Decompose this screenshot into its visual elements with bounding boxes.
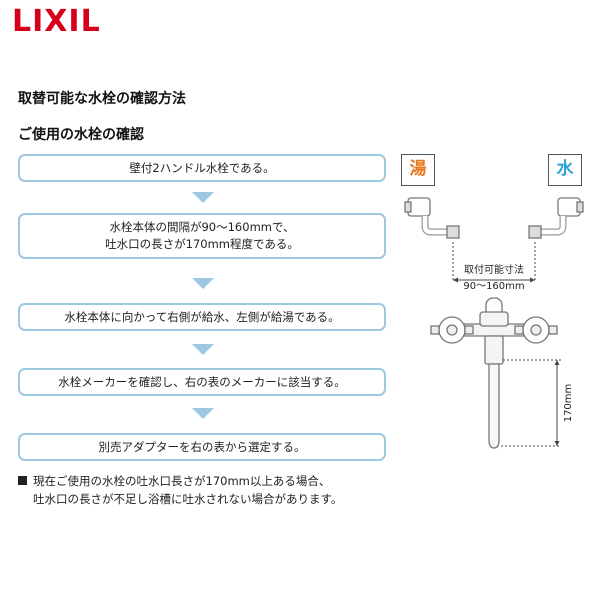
step-box-1: 壁付2ハンドル水栓である。	[18, 154, 386, 182]
step-5-line-1: 別売アダプターを右の表から選定する。	[98, 439, 306, 454]
spout-dimension	[501, 359, 561, 447]
note-line-2: 吐水口の長さが不足し浴槽に吐水されない場合があります。	[33, 492, 343, 506]
page-title: 取替可能な水栓の確認方法	[18, 91, 186, 107]
down-arrow-icon	[192, 192, 214, 203]
step-1-line-1: 壁付2ハンドル水栓である。	[129, 160, 275, 175]
step-2-line-2: 吐水口の長さが170mm程度である。	[105, 237, 299, 251]
spout-length-label: 170mm	[563, 384, 574, 423]
step-box-3: 水栓本体に向かって右側が給水、左側が給湯である。	[18, 303, 386, 331]
bullet-square-icon	[18, 476, 27, 485]
step-2-line-1: 水栓本体の間隔が90～160mmで、	[109, 220, 295, 234]
faucet-diagram: 取付可能寸法 90～160mm 170mm	[404, 197, 584, 449]
mount-label: 取付可能寸法	[464, 263, 524, 276]
lixil-logo: LIXIL	[12, 4, 101, 39]
step-box-4: 水栓メーカーを確認し、右の表のメーカーに該当する。	[18, 368, 386, 396]
down-arrow-icon	[192, 344, 214, 355]
step-3-line-1: 水栓本体に向かって右側が給水、左側が給湯である。	[64, 309, 340, 324]
step-box-5: 別売アダプターを右の表から選定する。	[18, 433, 386, 461]
mount-range: 90～160mm	[463, 281, 524, 292]
spout	[488, 363, 500, 449]
note-line-1: 現在ご使用の水栓の吐水口長さが170mm以上ある場合、	[33, 474, 331, 488]
step-box-2: 水栓本体の間隔が90～160mmで、 吐水口の長さが170mm程度である。	[18, 213, 386, 259]
hot-water-badge: 湯	[401, 154, 435, 186]
down-arrow-icon	[192, 408, 214, 419]
faucet-body	[430, 297, 558, 449]
section-subtitle: ご使用の水栓の確認	[18, 127, 144, 143]
mount-dimension	[452, 242, 536, 283]
down-arrow-icon	[192, 278, 214, 289]
note-block: 現在ご使用の水栓の吐水口長さが170mm以上ある場合、 吐水口の長さが不足し浴槽…	[18, 472, 398, 508]
step-4-line-1: 水栓メーカーを確認し、右の表のメーカーに該当する。	[58, 374, 346, 389]
cold-water-badge: 水	[548, 154, 582, 186]
